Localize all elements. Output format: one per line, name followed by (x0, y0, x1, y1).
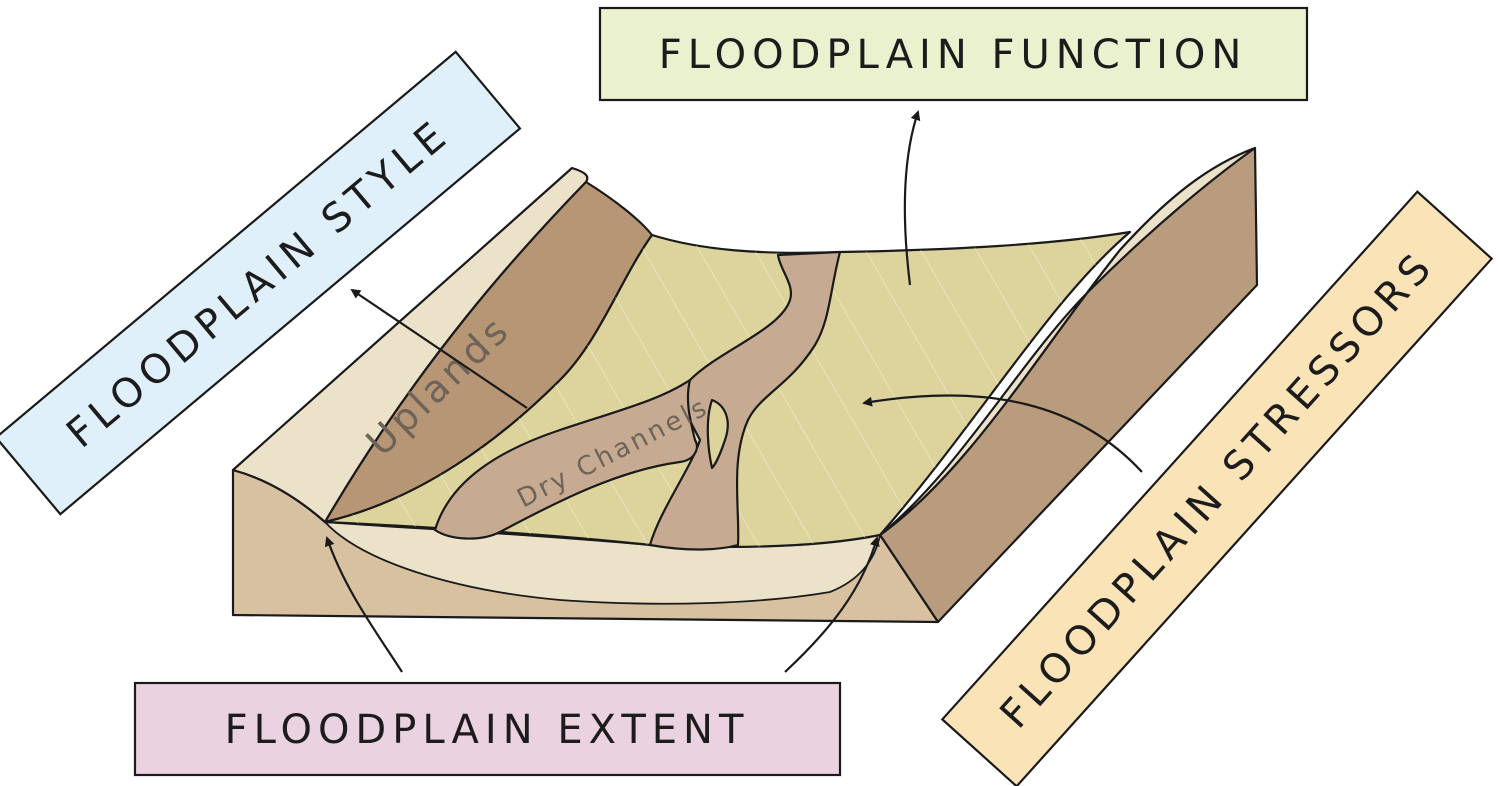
channel-island (706, 398, 729, 470)
arrow-extent-right (784, 536, 880, 673)
arrow-from-stressors (862, 394, 1143, 473)
floodplain-extent-box: FLOODPLAIN EXTENT (133, 681, 842, 777)
arrow-extent-left (324, 536, 403, 673)
floodplain-extent-label: FLOODPLAIN EXTENT (225, 707, 750, 753)
floodplain-function-label: FLOODPLAIN FUNCTION (659, 32, 1248, 78)
floodplain-function-box: FLOODPLAIN FUNCTION (598, 6, 1309, 102)
arrow-to-style (350, 288, 528, 409)
arrows (324, 110, 1143, 673)
terrain-block: Uplands Dry Channels (231, 146, 1259, 624)
dry-channel-main (648, 250, 842, 551)
arrow-to-function (903, 110, 921, 286)
dry-channel-branch (433, 378, 698, 540)
